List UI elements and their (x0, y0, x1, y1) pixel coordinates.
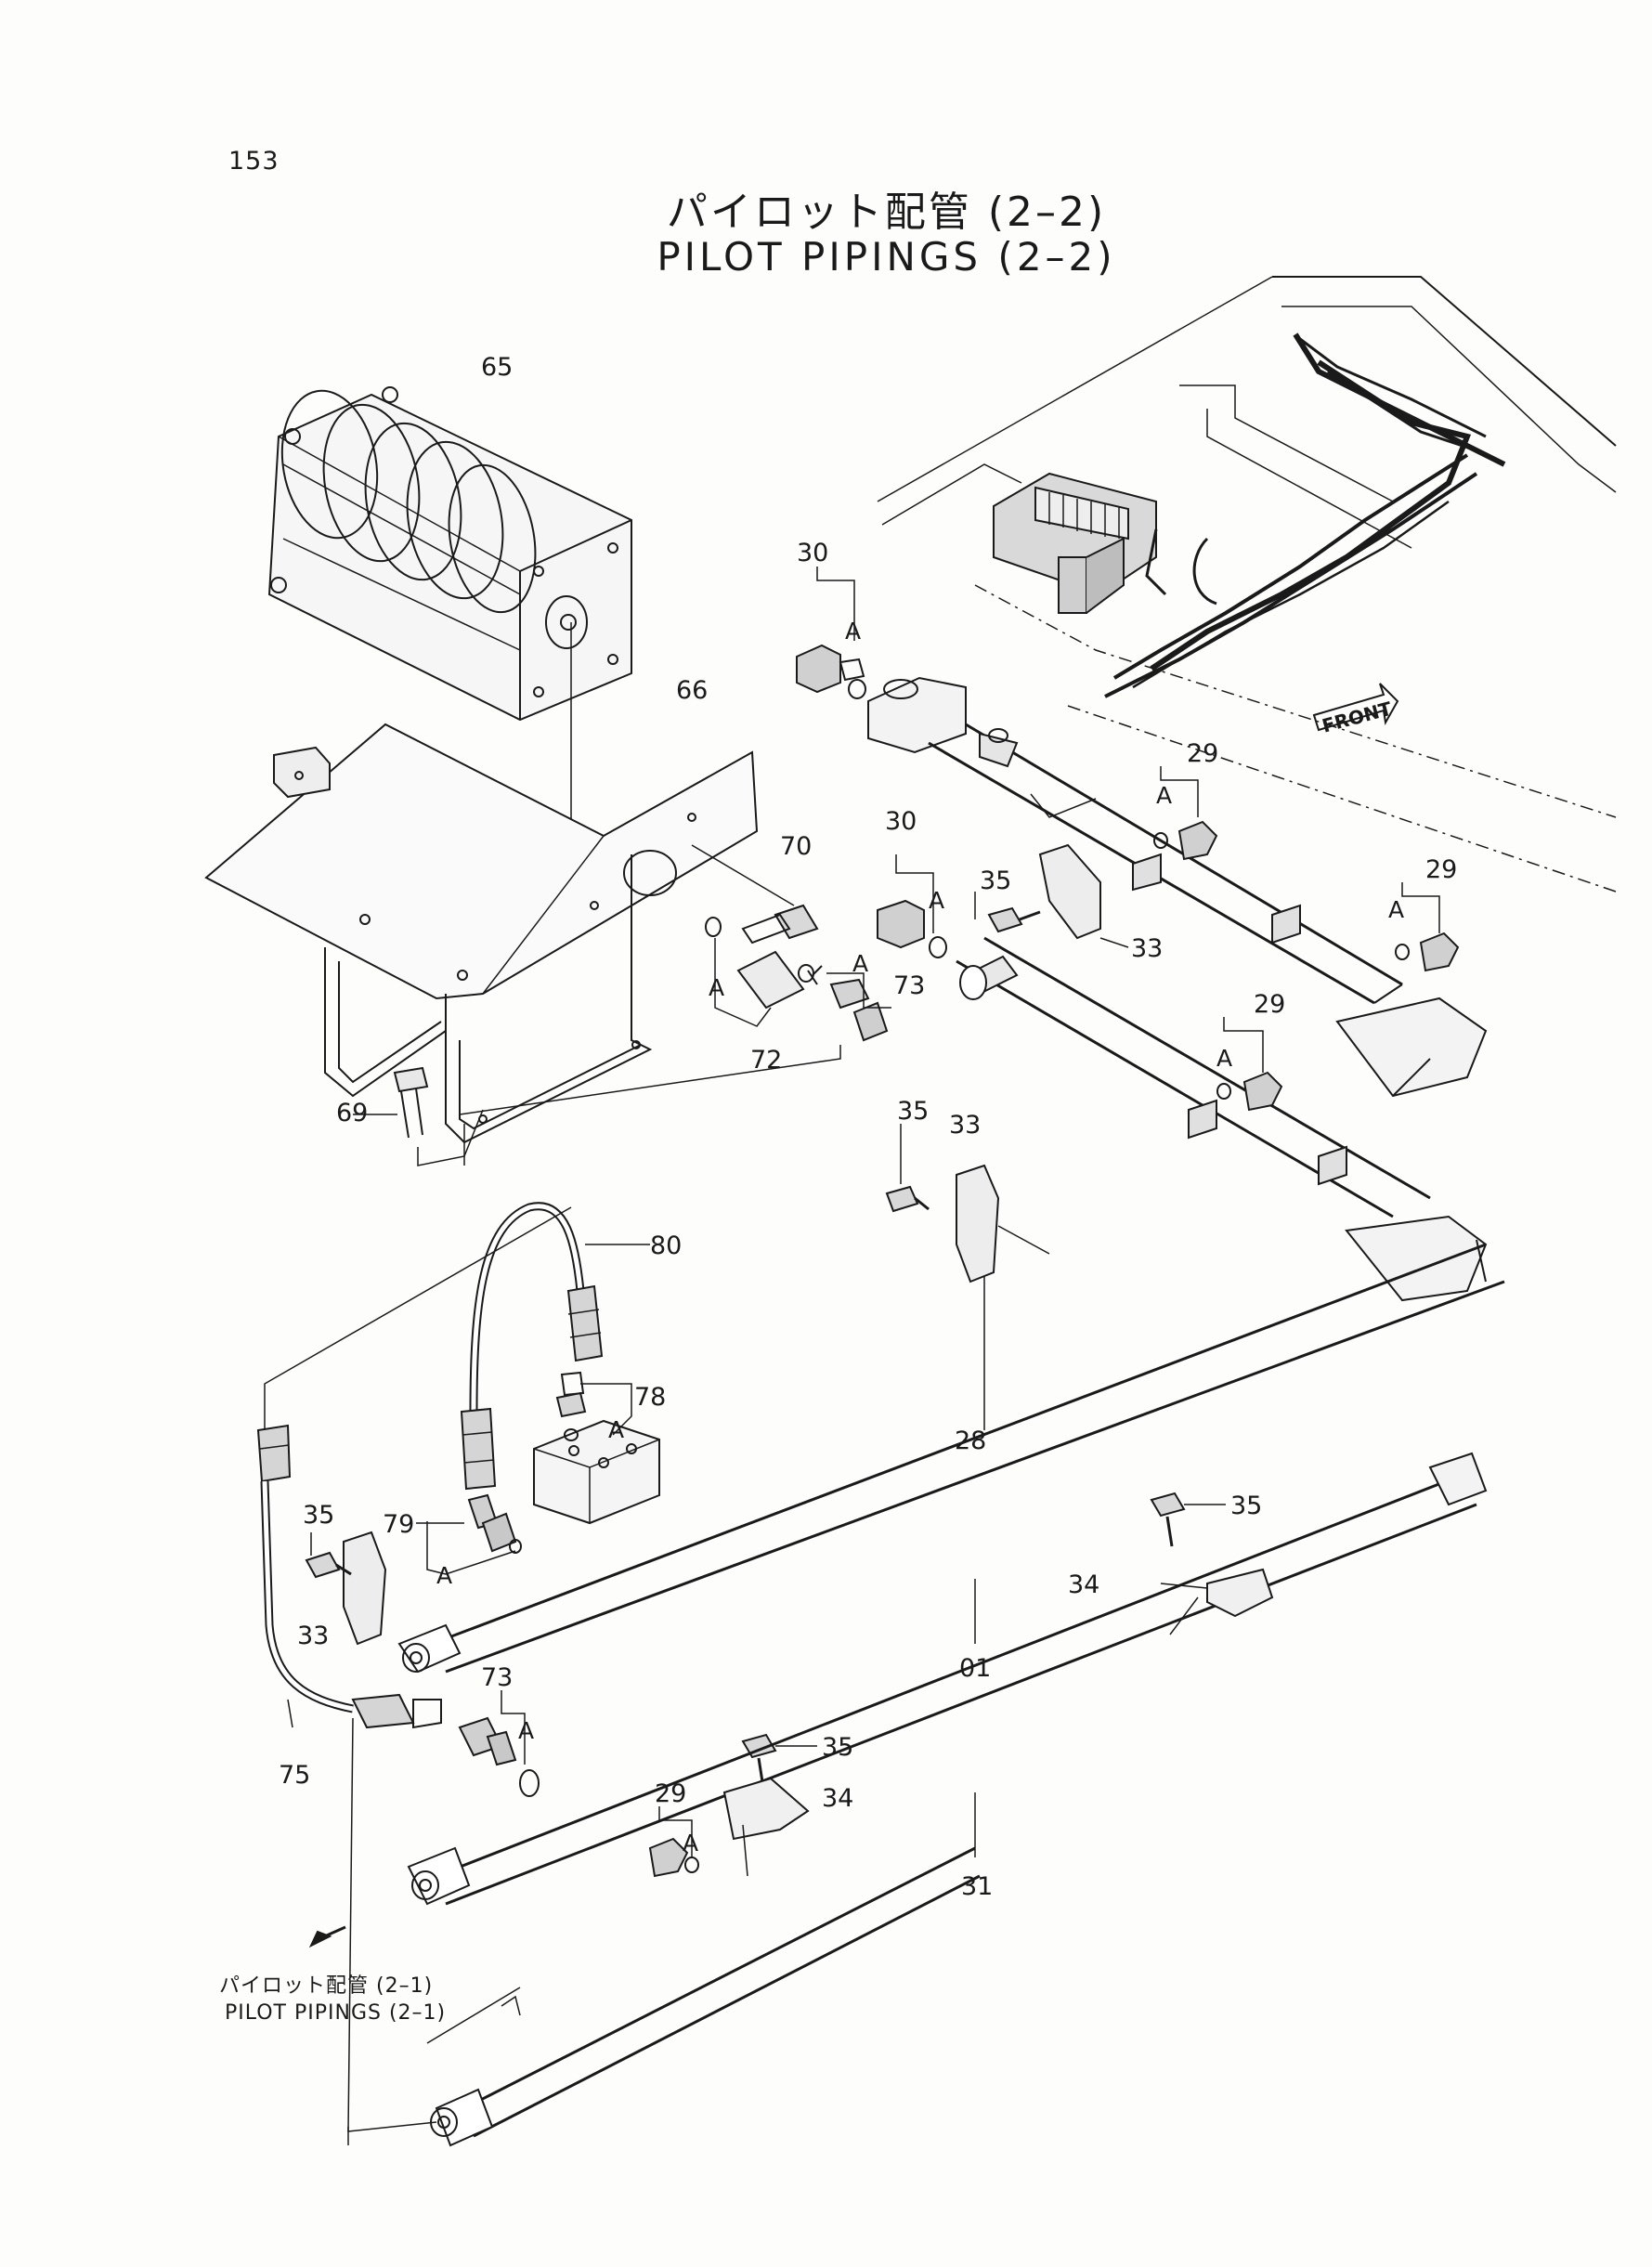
title-japanese: パイロット配管 (2–2) (666, 189, 1107, 236)
seal-mark-a4: A (1388, 896, 1404, 923)
callout-66: 66 (676, 676, 708, 705)
callout-29d: 29 (655, 1779, 686, 1808)
callout-69: 69 (336, 1099, 368, 1127)
part-29-plugs (648, 766, 1460, 1878)
part-69-bolt (353, 1066, 484, 1166)
part-01-pipe (407, 1452, 1488, 1906)
machine-location-inset: FRONT (877, 276, 1617, 892)
callout-30a: 30 (797, 539, 828, 567)
valve-block (533, 1371, 660, 1525)
callout-75: 75 (279, 1761, 310, 1790)
part-75-hose (256, 1206, 572, 1729)
seal-mark-a7: A (852, 950, 868, 977)
part-33-clamps (343, 843, 1129, 1646)
callout-72: 72 (750, 1046, 782, 1075)
callout-29b: 29 (1425, 855, 1457, 884)
callout-35b: 35 (897, 1097, 929, 1126)
callout-35a: 35 (980, 866, 1011, 895)
callout-33a: 33 (1131, 934, 1163, 963)
callout-70: 70 (780, 832, 812, 861)
seal-mark-a8: A (608, 1416, 624, 1443)
seal-mark-a6: A (709, 974, 724, 1001)
part-28-pipe-assembly (397, 676, 1505, 1674)
fitting-group-70-72-73 (459, 844, 891, 1166)
callout-labels: 65 66 30 30 29 29 29 29 70 35 33 73 72 6… (279, 353, 1457, 1901)
callout-31: 31 (961, 1872, 993, 1901)
seal-mark-a2: A (929, 887, 944, 914)
callout-33c: 33 (297, 1622, 329, 1650)
callout-79: 79 (383, 1510, 414, 1539)
part-73-lower-elbow (458, 1690, 540, 1797)
part-65-rotary-assembly (267, 386, 632, 722)
callout-73a: 73 (893, 971, 925, 1000)
callout-35c: 35 (303, 1501, 334, 1530)
callout-35e: 35 (822, 1733, 853, 1762)
title-english: PILOT PIPINGS (2–2) (657, 234, 1116, 280)
seal-mark-a3: A (1156, 782, 1172, 809)
callout-30b: 30 (885, 807, 917, 836)
seal-mark-a9: A (436, 1562, 452, 1589)
page-number: 153 (228, 147, 280, 176)
part-66-bracket (204, 723, 759, 1144)
seal-mark-a11: A (683, 1830, 698, 1857)
callout-33b: 33 (949, 1111, 981, 1140)
callout-73b: 73 (481, 1663, 513, 1692)
seal-mark-a1: A (845, 618, 861, 645)
callout-28: 28 (955, 1427, 986, 1455)
callout-35d: 35 (1230, 1492, 1262, 1520)
callout-65: 65 (481, 353, 513, 382)
callout-01: 01 (959, 1654, 991, 1683)
part-80-hose (460, 1202, 650, 1491)
seal-mark-a10: A (518, 1717, 534, 1744)
callout-29a: 29 (1187, 739, 1218, 768)
part-79-elbow (416, 1493, 522, 1575)
part-31-pipe (426, 1777, 981, 2147)
callout-78: 78 (634, 1383, 666, 1412)
callout-34a: 34 (1068, 1570, 1099, 1599)
callout-29c: 29 (1254, 990, 1285, 1019)
front-direction-arrow: FRONT (1312, 683, 1399, 737)
cross-reference-japanese: パイロット配管 (2–1) (219, 1974, 434, 1998)
part-30-plugs (796, 567, 947, 958)
seal-mark-a5: A (1216, 1045, 1232, 1072)
cross-reference-english: PILOT PIPINGS (2–1) (225, 2001, 447, 2025)
callout-80: 80 (650, 1231, 682, 1260)
callout-34b: 34 (822, 1784, 853, 1813)
